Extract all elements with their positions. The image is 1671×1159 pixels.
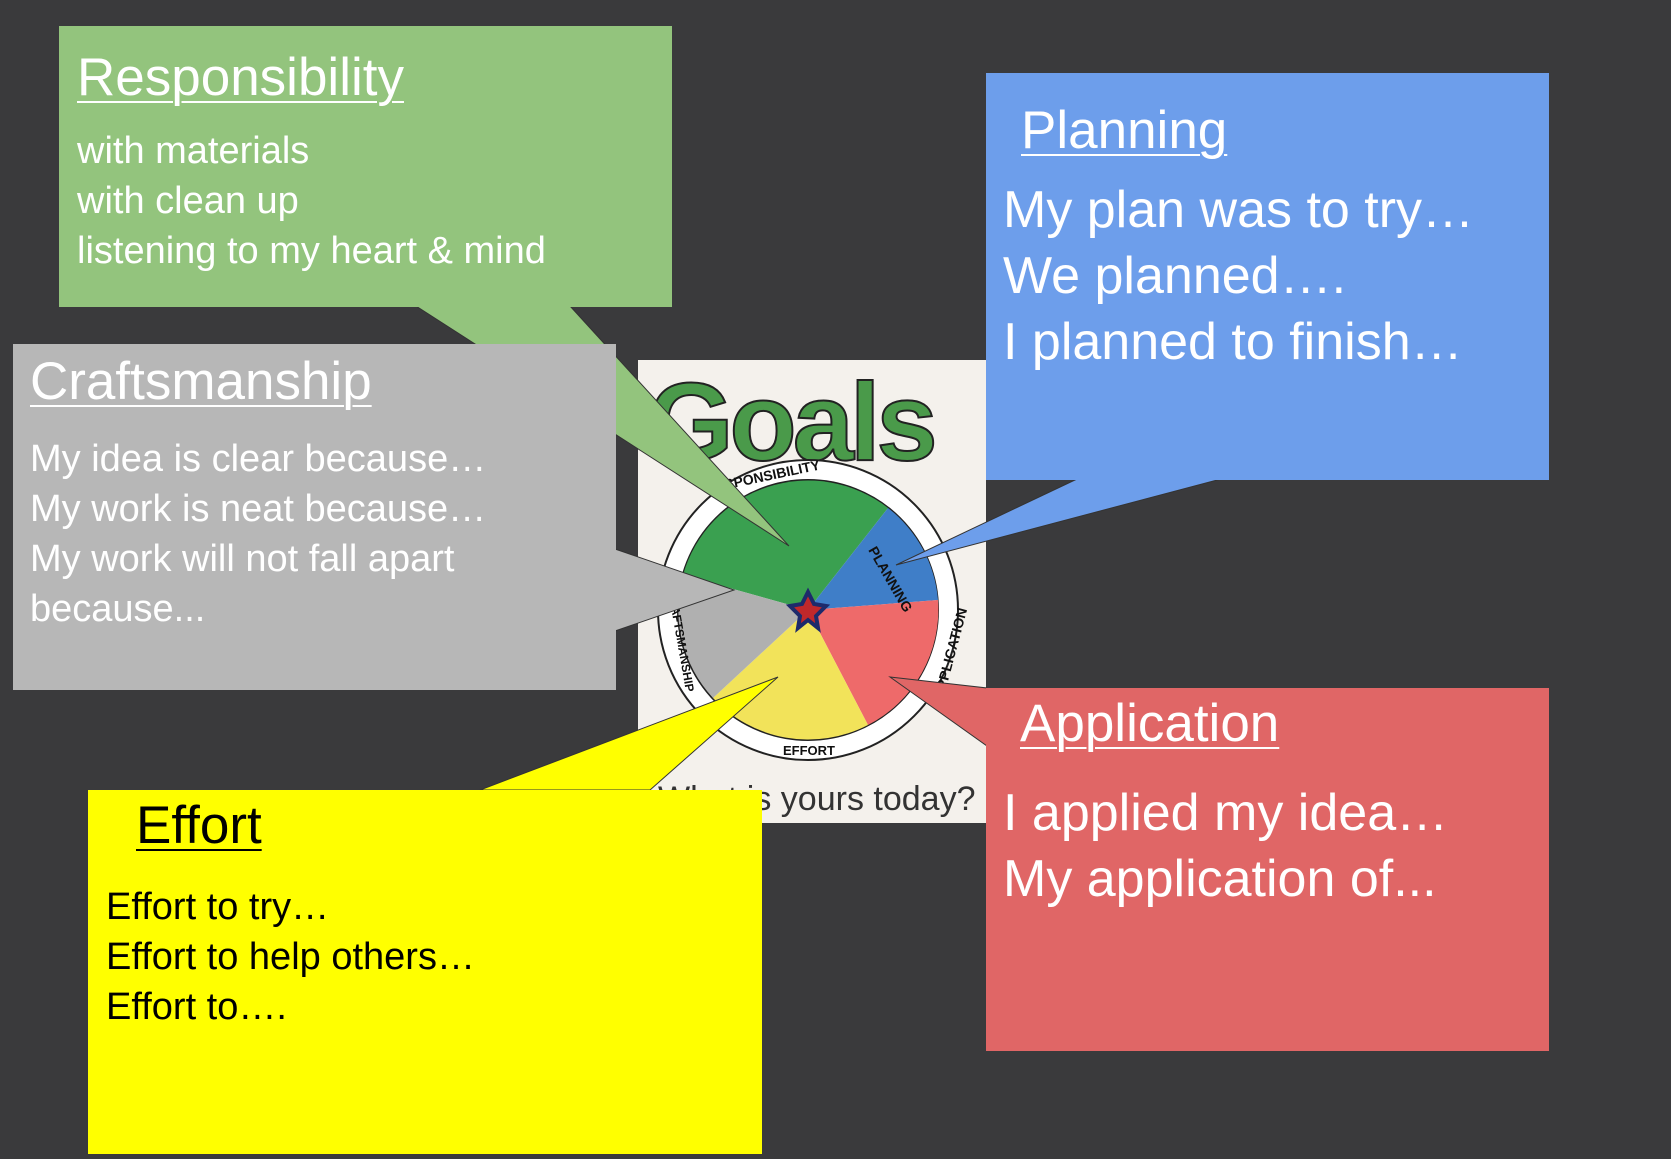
wheel-label-effort: EFFORT xyxy=(783,743,835,758)
effort-tail xyxy=(479,676,779,791)
planning-line: We planned…. xyxy=(1003,247,1347,305)
responsibility-line: listening to my heart & mind xyxy=(77,230,546,272)
goals-heading: Goals xyxy=(648,361,934,484)
craftsmanship-tail xyxy=(614,548,736,632)
responsibility-callout: Responsibility with materials with clean… xyxy=(59,26,672,307)
effort-line: Effort to help others… xyxy=(106,936,475,978)
craftsmanship-line: My work is neat because… xyxy=(30,488,487,530)
craftsmanship-callout: Craftsmanship My idea is clear because… … xyxy=(13,344,616,690)
craftsmanship-line: My idea is clear because… xyxy=(30,438,487,480)
effort-line: Effort to try… xyxy=(106,886,330,928)
effort-callout: Effort Effort to try… Effort to help oth… xyxy=(88,790,762,1154)
responsibility-line: with materials xyxy=(77,130,310,172)
planning-callout: Planning My plan was to try… We planned…… xyxy=(986,73,1549,480)
craftsmanship-line: My work will not fall apart xyxy=(30,538,455,580)
application-callout: Application I applied my idea… My applic… xyxy=(986,688,1549,1051)
craftsmanship-title: Craftsmanship xyxy=(30,352,372,411)
application-tail xyxy=(888,676,988,747)
craftsmanship-line: because... xyxy=(30,588,206,630)
planning-line: My plan was to try… xyxy=(1003,181,1475,239)
application-line: I applied my idea… xyxy=(1003,784,1449,842)
planning-title: Planning xyxy=(1021,101,1228,160)
effort-title: Effort xyxy=(136,796,262,855)
responsibility-line: with clean up xyxy=(77,180,299,222)
goals-wheel-drawing: Goals RESPONSIBILITY PLANNING APPLICATIO… xyxy=(638,360,986,823)
effort-line: Effort to…. xyxy=(106,986,287,1028)
application-line: My application of... xyxy=(1003,850,1437,908)
planning-line: I planned to finish… xyxy=(1003,313,1463,371)
application-title: Application xyxy=(1020,694,1280,753)
responsibility-title: Responsibility xyxy=(77,48,404,107)
planning-tail xyxy=(895,478,1222,566)
